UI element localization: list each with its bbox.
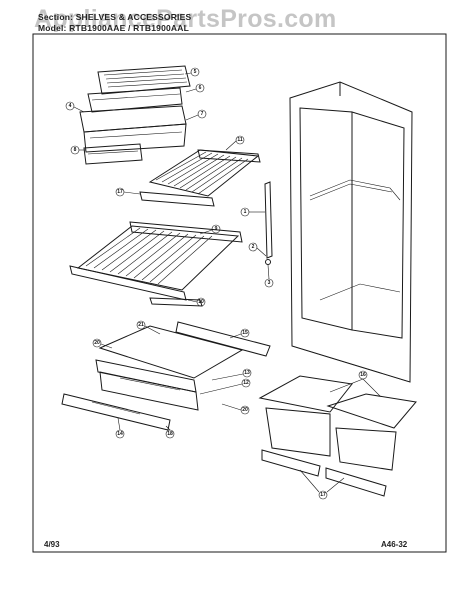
- svg-text:1: 1: [244, 209, 247, 215]
- callout-11: 11: [235, 135, 245, 145]
- svg-text:17: 17: [117, 189, 123, 195]
- shelf-11-assembly: [139, 149, 261, 207]
- callout-17-bottom: 17: [318, 490, 328, 500]
- callout-9: 9: [211, 224, 221, 234]
- callout-2: 2: [248, 242, 258, 252]
- svg-text:16: 16: [360, 372, 366, 378]
- callout-3: 3: [264, 278, 274, 288]
- svg-text:20: 20: [94, 340, 100, 346]
- callout-10-mid: 10: [196, 297, 206, 307]
- shelf-support: [264, 181, 273, 265]
- svg-text:3: 3: [268, 280, 271, 286]
- svg-text:17: 17: [320, 492, 326, 498]
- svg-text:2: 2: [252, 244, 255, 250]
- leader-lines: [73, 72, 381, 493]
- svg-text:12: 12: [243, 380, 249, 386]
- callout-21: 21: [136, 320, 146, 330]
- svg-text:7: 7: [201, 111, 204, 117]
- crisper-cover-assembly: [61, 321, 271, 431]
- callout-5: 5: [190, 67, 200, 77]
- callout-8: 8: [70, 145, 80, 155]
- model-title: Model: RTB1900AAE / RTB1900AAL: [38, 23, 190, 33]
- section-title: Section: SHELVES & ACCESSORIES: [38, 12, 192, 22]
- callout-14: 14: [115, 429, 125, 439]
- svg-text:21: 21: [138, 322, 144, 328]
- callout-6: 6: [195, 83, 205, 93]
- callout-1: 1: [240, 207, 250, 217]
- callout-20-left: 20: [92, 338, 102, 348]
- upper-shelf-assembly: [79, 65, 191, 165]
- callout-20-right: 20: [240, 405, 250, 415]
- svg-text:14: 14: [117, 431, 123, 437]
- watermark: AppliancePartsPros.com: [34, 5, 337, 33]
- shelf-9-assembly: [69, 221, 243, 307]
- callout-17-top: 17: [115, 187, 125, 197]
- callout-18: 18: [165, 429, 175, 439]
- svg-text:11: 11: [237, 137, 243, 143]
- callout-4: 4: [65, 101, 75, 111]
- crisper-drawers: [258, 375, 417, 497]
- svg-text:10: 10: [198, 299, 204, 305]
- callout-7: 7: [197, 109, 207, 119]
- svg-text:5: 5: [194, 69, 197, 75]
- callout-15: 15: [240, 328, 250, 338]
- svg-text:6: 6: [199, 85, 202, 91]
- svg-text:4: 4: [69, 103, 72, 109]
- diagram-frame: [32, 33, 447, 553]
- svg-text:15: 15: [242, 330, 248, 336]
- footer-code: A46-32: [381, 540, 408, 549]
- svg-text:18: 18: [167, 431, 173, 437]
- svg-text:8: 8: [74, 147, 77, 153]
- callout-13: 13: [242, 368, 252, 378]
- refrigerator-cabinet: [289, 81, 413, 383]
- footer-date: 4/93: [44, 540, 60, 549]
- svg-text:13: 13: [244, 370, 250, 376]
- callout-16: 16: [358, 370, 368, 380]
- svg-text:9: 9: [215, 226, 218, 232]
- callout-12: 12: [241, 378, 251, 388]
- svg-text:20: 20: [242, 407, 248, 413]
